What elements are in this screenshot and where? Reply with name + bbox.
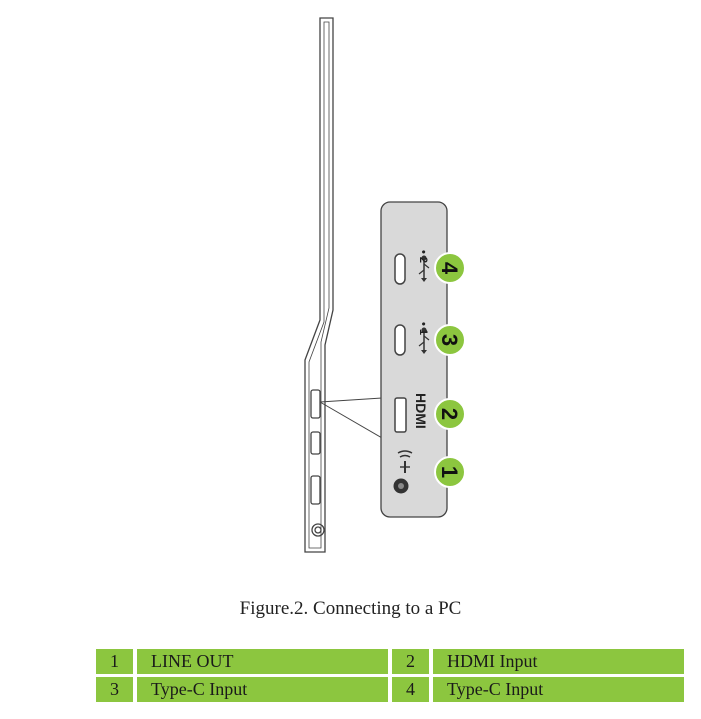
- legend-number: 4: [392, 677, 429, 702]
- legend-label: HDMI Input: [433, 649, 684, 674]
- usb-1-label: • 1: [417, 322, 429, 335]
- callout-4: 4: [434, 252, 466, 284]
- callout-2: 2: [434, 398, 466, 430]
- legend-label: LINE OUT: [137, 649, 388, 674]
- monitor-side-view-figure: • 2 • 1 HDMI 4 3 2 1: [304, 17, 466, 553]
- hdmi-port: [394, 397, 407, 433]
- usb-2-label: • 2: [417, 250, 429, 263]
- svg-text:2: 2: [437, 408, 462, 420]
- svg-text:1: 1: [437, 466, 462, 478]
- svg-text:3: 3: [437, 334, 462, 346]
- svg-text:4: 4: [437, 262, 462, 275]
- legend-label: Type-C Input: [137, 677, 388, 702]
- callout-1: 1: [434, 456, 466, 488]
- hdmi-label: HDMI: [413, 393, 429, 429]
- usb-icon: [418, 327, 430, 354]
- legend-number: 1: [96, 649, 133, 674]
- type-c-port-3: [394, 324, 406, 356]
- legend-number: 2: [392, 649, 429, 674]
- type-c-port-4: [394, 253, 406, 285]
- callout-3: 3: [434, 324, 466, 356]
- table-row: 3 Type-C Input 4 Type-C Input: [96, 677, 684, 702]
- table-row: 1 LINE OUT 2 HDMI Input: [96, 649, 684, 674]
- port-legend-table: 1 LINE OUT 2 HDMI Input 3 Type-C Input 4…: [92, 646, 688, 705]
- legend-number: 3: [96, 677, 133, 702]
- legend-label: Type-C Input: [433, 677, 684, 702]
- figure-caption: Figure.2. Connecting to a PC: [239, 598, 462, 619]
- monitor-side-profile: [304, 17, 383, 553]
- usb-icon: [418, 255, 430, 282]
- headphone-icon: [397, 450, 413, 473]
